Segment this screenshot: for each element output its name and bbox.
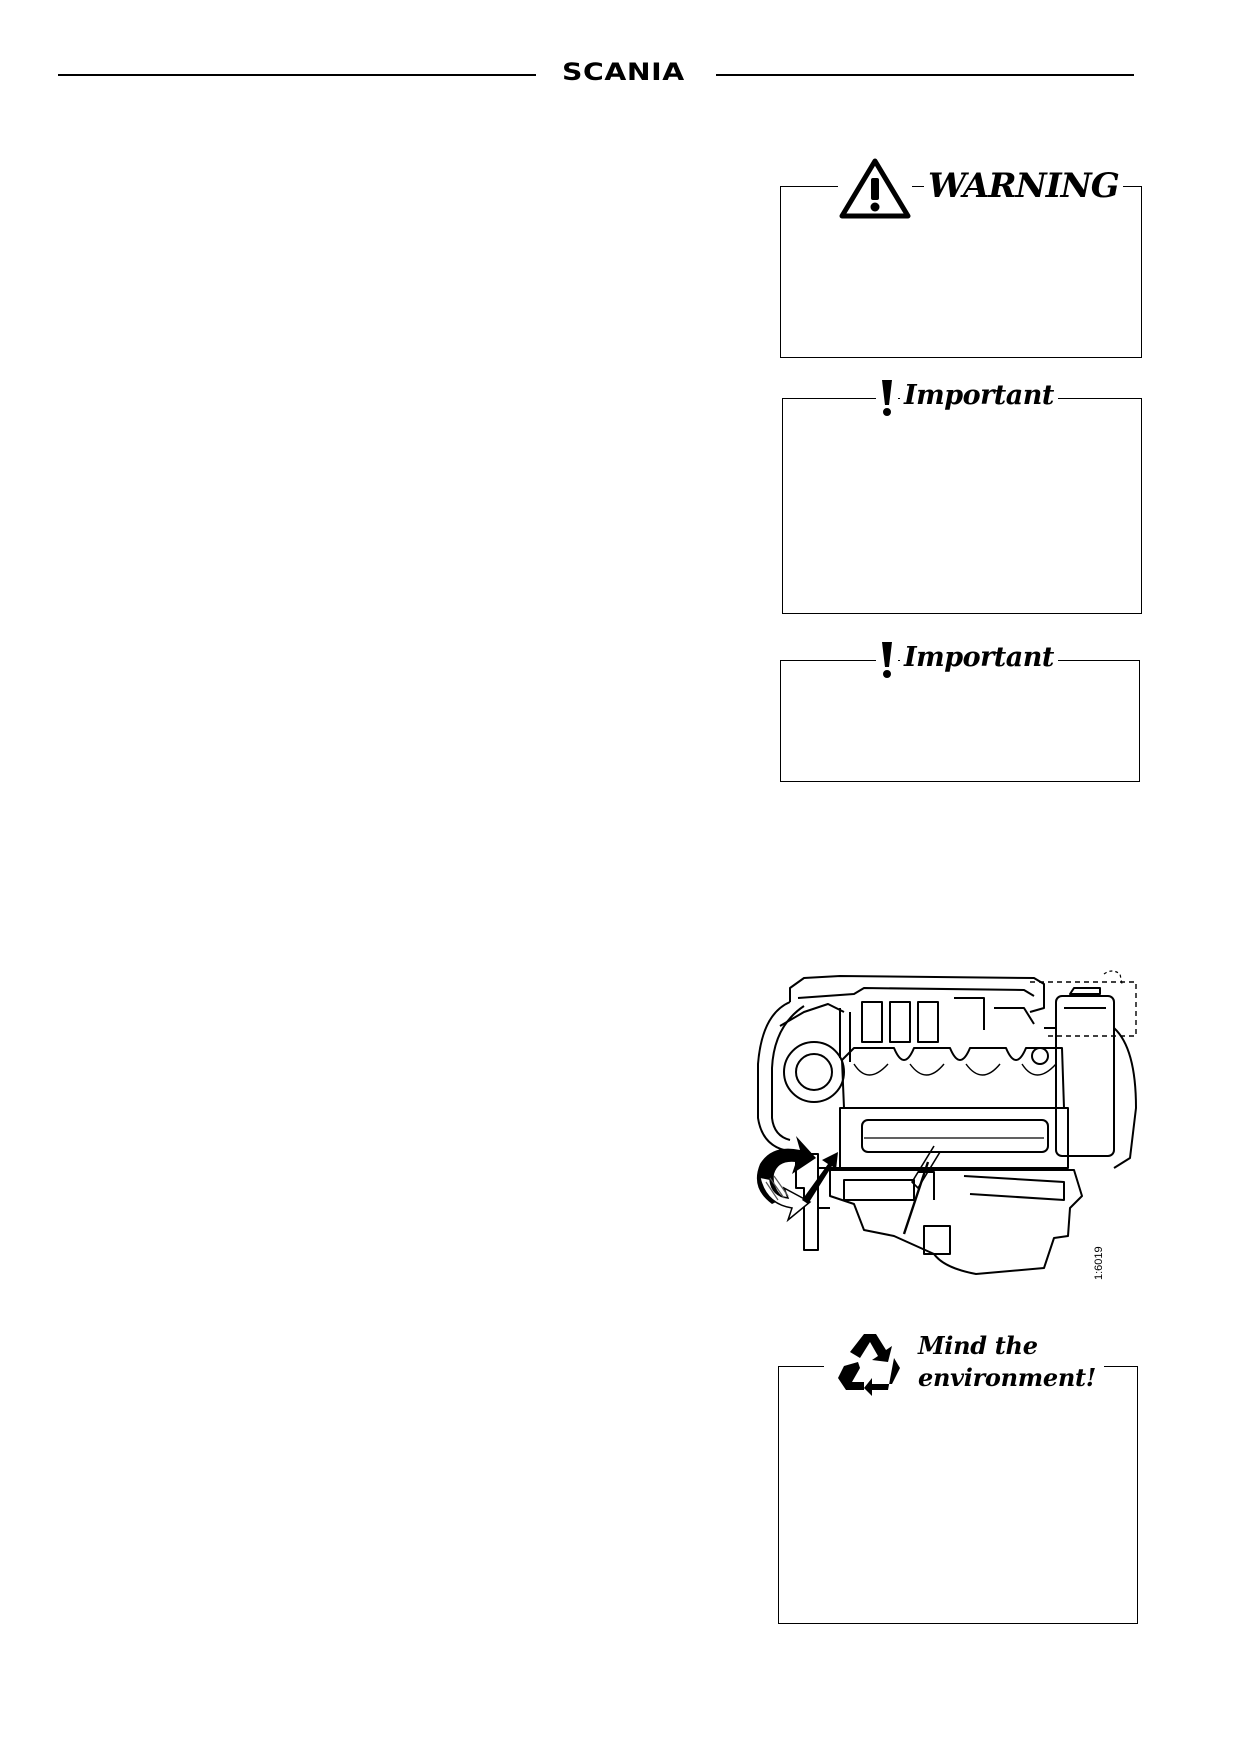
environment-title: Mind the environment! (918, 1330, 1096, 1394)
environment-box (778, 1366, 1138, 1624)
environment-title-line-2: environment! (918, 1363, 1097, 1392)
important-title-2: Important (900, 642, 1058, 673)
important-title-1: Important (900, 380, 1058, 411)
warning-triangle-icon (838, 156, 912, 220)
important-box-1 (782, 398, 1142, 614)
important-box-2 (780, 660, 1140, 782)
engine-illustration (756, 970, 1137, 1275)
scania-logo: SCANIA (562, 58, 685, 86)
warning-box (780, 186, 1142, 358)
header-rule-left (58, 74, 536, 76)
exclamation-icon (876, 640, 898, 680)
environment-title-line-1: Mind the (918, 1331, 1038, 1360)
figure-number: 1:6019 (1093, 1246, 1105, 1280)
exclamation-icon (876, 378, 898, 418)
recycle-icon (838, 1334, 900, 1396)
header-rule-right (716, 74, 1134, 76)
warning-title: WARNING (924, 166, 1123, 206)
